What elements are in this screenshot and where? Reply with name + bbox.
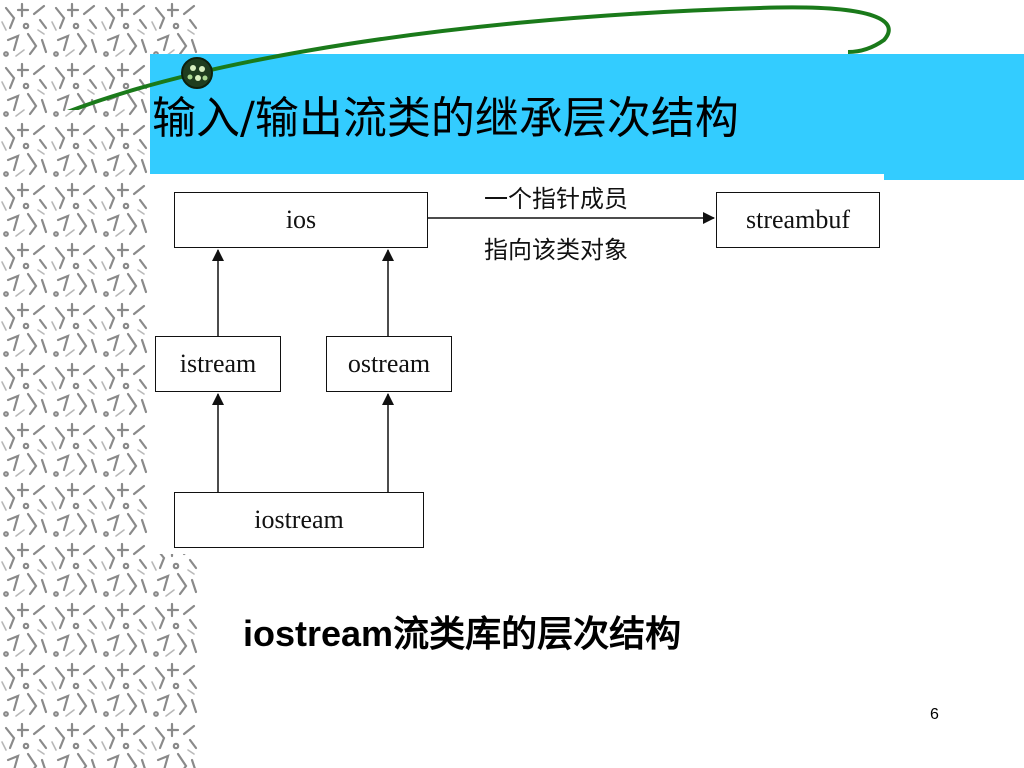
page-number: 6	[930, 706, 939, 723]
title-band	[150, 54, 1024, 180]
title-swoosh-decoration	[67, 5, 891, 110]
class-hierarchy-diagram: ios streambuf istream ostream iostream 一…	[148, 174, 884, 554]
slide-title: 输入/输出流类的继承层次结构	[152, 93, 739, 144]
node-ios: ios	[174, 192, 428, 248]
diagram-arrows	[212, 212, 715, 492]
node-streambuf: streambuf	[716, 192, 880, 248]
node-ostream: ostream	[326, 336, 452, 392]
node-istream: istream	[155, 336, 281, 392]
diagram-caption: iostream流类库的层次结构	[243, 613, 682, 654]
node-iostream: iostream	[174, 492, 424, 548]
relation-label-line1: 一个指针成员	[484, 185, 628, 213]
relation-label-line2: 指向该类对象	[484, 236, 628, 264]
